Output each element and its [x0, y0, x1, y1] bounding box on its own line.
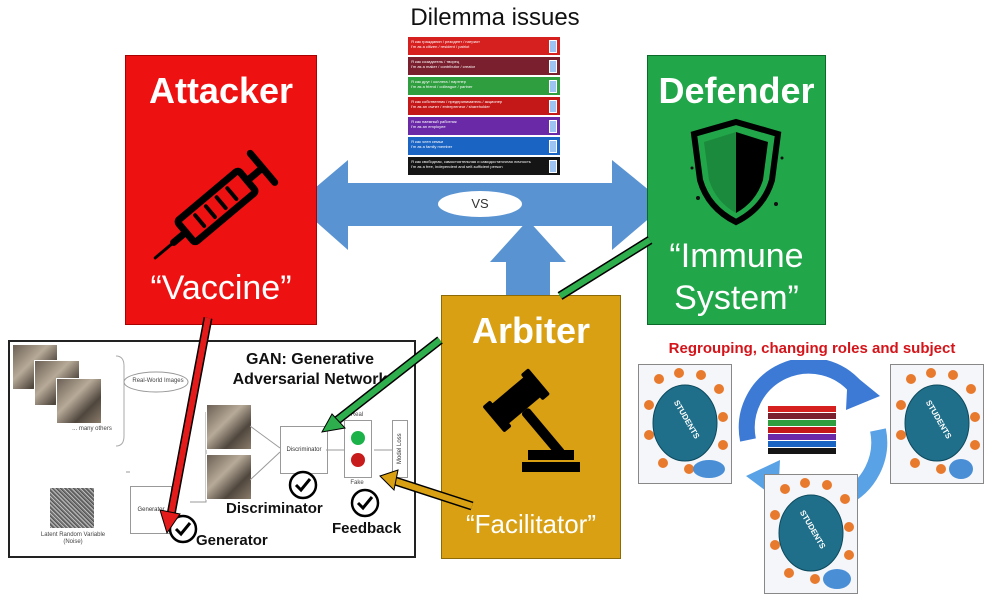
mini-dilemma-row — [768, 427, 836, 433]
generator-label: Generator — [196, 532, 268, 549]
checkmark-icon — [288, 470, 318, 500]
students-group-defender: STUDENTS — [890, 364, 984, 484]
defender-subtitle-line2: System” — [674, 279, 799, 317]
diagram-title: Dilemma issues — [410, 4, 580, 31]
regroup-label: Regrouping, changing roles and subject — [668, 340, 956, 357]
feedback-label: Feedback — [332, 520, 402, 537]
real-indicator — [351, 431, 365, 445]
noise-image — [50, 488, 94, 528]
mini-dilemma-row — [768, 413, 836, 419]
defender-title: Defender — [658, 70, 815, 111]
mini-dilemma-row — [768, 406, 836, 412]
phone-icon — [549, 100, 557, 113]
syringe-icon — [153, 149, 279, 260]
students-group-attacker: STUDENTS — [638, 364, 732, 484]
defender-subtitle-line1: “Immune — [669, 237, 804, 275]
gan-flow — [250, 425, 392, 481]
mini-dilemma-row — [768, 420, 836, 426]
dilemma-row-ru: Я как собственник / предприниматель / ак… — [411, 99, 503, 104]
model-loss-box: Model Loss — [392, 420, 408, 478]
real-fake-box — [344, 420, 372, 478]
gavel-icon — [483, 368, 580, 472]
phone-icon — [549, 80, 557, 93]
gan-title-line1: GAN: Generative — [245, 351, 375, 368]
shield-icon — [690, 118, 784, 226]
mini-dilemma-row — [768, 434, 836, 440]
phone-icon — [549, 160, 557, 173]
students-table-diagram — [644, 368, 728, 478]
generator-box: Generator — [130, 486, 172, 534]
students-table-diagram — [896, 368, 980, 479]
arbiter-subtitle: “Facilitator” — [465, 509, 596, 539]
discriminator-box: Discriminator — [280, 426, 328, 474]
dilemma-row: Я как собственник / предприниматель / ак… — [408, 97, 560, 115]
attacker-panel: Attacker “Vaccine” — [125, 55, 317, 325]
dilemma-row-ru: Я как член семьи — [411, 139, 444, 144]
dilemma-row-ru: Я как наемный работник — [411, 119, 457, 124]
fake-cat-image — [206, 454, 252, 500]
attacker-title: Attacker — [148, 70, 294, 111]
attacker-subtitle: “Vaccine” — [150, 269, 292, 307]
cat-image-3 — [56, 378, 102, 424]
gan-title-line2: Adversarial Network — [232, 371, 388, 388]
real-label: Real — [350, 412, 364, 418]
dilemma-row-ru: Я как свободная, самостоятельная и самод… — [411, 159, 531, 164]
fake-label: Fake — [350, 480, 364, 486]
checkmark-icon — [168, 514, 198, 544]
phone-icon — [549, 40, 557, 53]
latent-variable-text: Latent Random Variable — [40, 532, 106, 538]
gan-title: GAN: Generative Adversarial Network — [215, 350, 405, 390]
dilemma-row-ru: Я как друг / коллега / партнер — [411, 79, 467, 84]
phone-icon — [549, 60, 557, 73]
fake-indicator — [351, 453, 365, 467]
dilemma-row-en: I'm as a citizen / resident / patriot — [411, 44, 470, 49]
dilemma-row-ru: Я как созидатель / творец — [411, 59, 460, 64]
phone-icon — [549, 120, 557, 133]
arbiter-up-arrow — [490, 220, 566, 296]
dilemma-row-en: I'm as a family member — [411, 144, 453, 149]
gan-panel: GAN: Generative Adversarial Network ... … — [8, 340, 416, 558]
arbiter-title: Arbiter — [471, 310, 591, 351]
dilemma-row-en: I'm as a friend / colleague / partner — [411, 84, 473, 89]
defender-panel: Defender “Immune System” — [647, 55, 826, 325]
mini-dilemma-row — [768, 448, 836, 454]
dilemma-row: Я как свободная, самостоятельная и самод… — [408, 157, 560, 175]
dilemma-row-en: I'm as a free, independent and self-suff… — [411, 164, 503, 169]
students-table-diagram — [770, 478, 854, 589]
real-cat-image — [206, 404, 252, 450]
students-group-arbiter: STUDENTS — [764, 474, 858, 594]
real-world-images-label: Real-World Images — [132, 378, 184, 384]
discriminator-label: Discriminator — [226, 500, 323, 517]
arbiter-panel: Arbiter “Facilitator” — [441, 295, 621, 559]
latent-label: Latent Random Variable (Noise) — [40, 532, 106, 546]
mini-dilemma-list — [768, 406, 836, 458]
checkmark-icon — [350, 488, 380, 518]
dilemma-row-en: I'm as an employee — [411, 124, 446, 129]
vs-label: VS — [438, 191, 522, 217]
dilemma-row-en: I'm as an owner / entrepreneur / shareho… — [411, 104, 490, 109]
many-others-label: ... many others — [72, 426, 112, 432]
dilemma-row-ru: Я как гражданин / резидент / патриот — [411, 39, 480, 44]
dilemma-row-en: I'm as a maker / contributor / creator — [411, 64, 476, 69]
noise-text: (Noise) — [63, 539, 83, 545]
phone-icon — [549, 140, 557, 153]
mini-dilemma-row — [768, 441, 836, 447]
